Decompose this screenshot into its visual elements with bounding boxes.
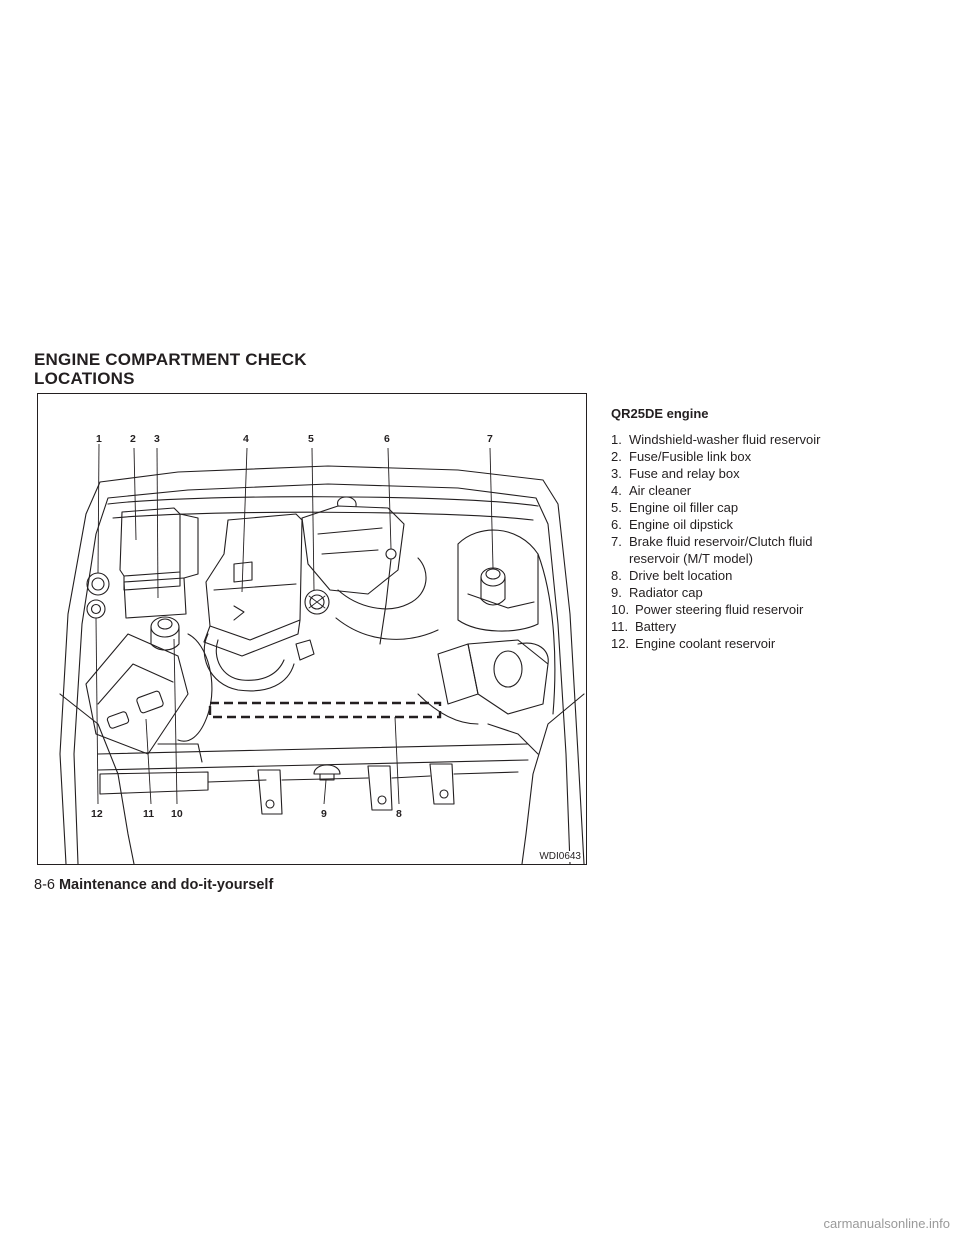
drive-belt-location-box <box>208 701 442 719</box>
item-text: Brake fluid reservoir/Clutch fluid reser… <box>629 534 813 566</box>
item-number: 6. <box>611 517 622 532</box>
list-item: 4. Air cleaner <box>611 482 931 499</box>
item-number: 11. <box>611 619 629 634</box>
callout-5: 5 <box>308 433 314 445</box>
item-number: 7. <box>611 534 622 549</box>
callout-9: 9 <box>321 808 327 820</box>
item-text: Engine coolant reservoir <box>635 636 776 651</box>
item-number: 1. <box>611 432 622 447</box>
callout-12: 12 <box>91 808 103 820</box>
engine-illustration: 1 2 3 4 5 6 7 8 9 10 11 12 <box>59 433 585 864</box>
list-item: 3. Fuse and relay box <box>611 465 931 482</box>
list-item: 6. Engine oil dipstick <box>611 516 931 533</box>
list-item: 5. Engine oil filler cap <box>611 499 931 516</box>
item-number: 9. <box>611 585 622 600</box>
list-item: 2. Fuse/Fusible link box <box>611 448 931 465</box>
callout-7: 7 <box>487 433 493 445</box>
legend-list: 1. Windshield-washer fluid reservoir 2. Fu… <box>611 431 931 652</box>
item-text: Drive belt location <box>629 568 733 583</box>
item-text: Air cleaner <box>629 483 692 498</box>
item-number: 12. <box>611 636 630 651</box>
list-item: 12. Engine coolant reservoir <box>611 635 931 652</box>
item-text: Windshield-washer fluid reservoir <box>629 432 821 447</box>
callout-2: 2 <box>130 433 136 445</box>
callout-6: 6 <box>384 433 390 445</box>
item-number: 5. <box>611 500 622 515</box>
item-text: Battery <box>635 619 677 634</box>
callout-8: 8 <box>396 808 402 820</box>
item-text: Radiator cap <box>629 585 703 600</box>
callout-3: 3 <box>154 433 160 445</box>
list-item: 11. Battery <box>611 618 931 635</box>
item-number: 2. <box>611 449 622 464</box>
component-legend: QR25DE engine 1. Windshield-washer fluid … <box>611 405 931 652</box>
figure-id: WDI0643 <box>538 851 582 862</box>
list-item: 8. Drive belt location <box>611 567 931 584</box>
item-number: 8. <box>611 568 622 583</box>
item-number: 10. <box>611 602 630 617</box>
chapter-title: Maintenance and do-it-yourself <box>58 877 274 893</box>
item-text: Power steering fluid reservoir <box>635 602 804 617</box>
callout-10: 10 <box>171 808 183 820</box>
item-text: Engine oil dipstick <box>629 517 734 532</box>
section-title-line-2: LOCATIONS <box>34 369 135 388</box>
callout-4: 4 <box>243 433 249 445</box>
item-text: Fuse/Fusible link box <box>629 449 752 464</box>
list-item: 7. Brake fluid reservoir/Clutch fluid res… <box>611 533 859 567</box>
section-title: ENGINE COMPARTMENT CHECK LOCATIONS <box>34 350 307 388</box>
list-item: 9. Radiator cap <box>611 584 931 601</box>
page-number: 8-6 <box>34 877 55 893</box>
item-number: 4. <box>611 483 622 498</box>
engine-compartment-figure: 1 2 3 4 5 6 7 8 9 10 11 12 WDI0643 <box>37 393 587 865</box>
list-item: 1. Windshield-washer fluid reservoir <box>611 431 931 448</box>
callout-1: 1 <box>96 433 102 445</box>
item-text: Fuse and relay box <box>629 466 740 481</box>
callout-11: 11 <box>143 808 154 820</box>
item-text: Engine oil filler cap <box>629 500 739 515</box>
item-number: 3. <box>611 466 622 481</box>
watermark: carmanualsonline.info <box>823 1216 950 1231</box>
legend-title: QR25DE engine <box>611 406 709 421</box>
list-item: 10. Power steering fluid reservoir <box>611 601 931 618</box>
section-title-line-1: ENGINE COMPARTMENT CHECK <box>34 350 307 369</box>
